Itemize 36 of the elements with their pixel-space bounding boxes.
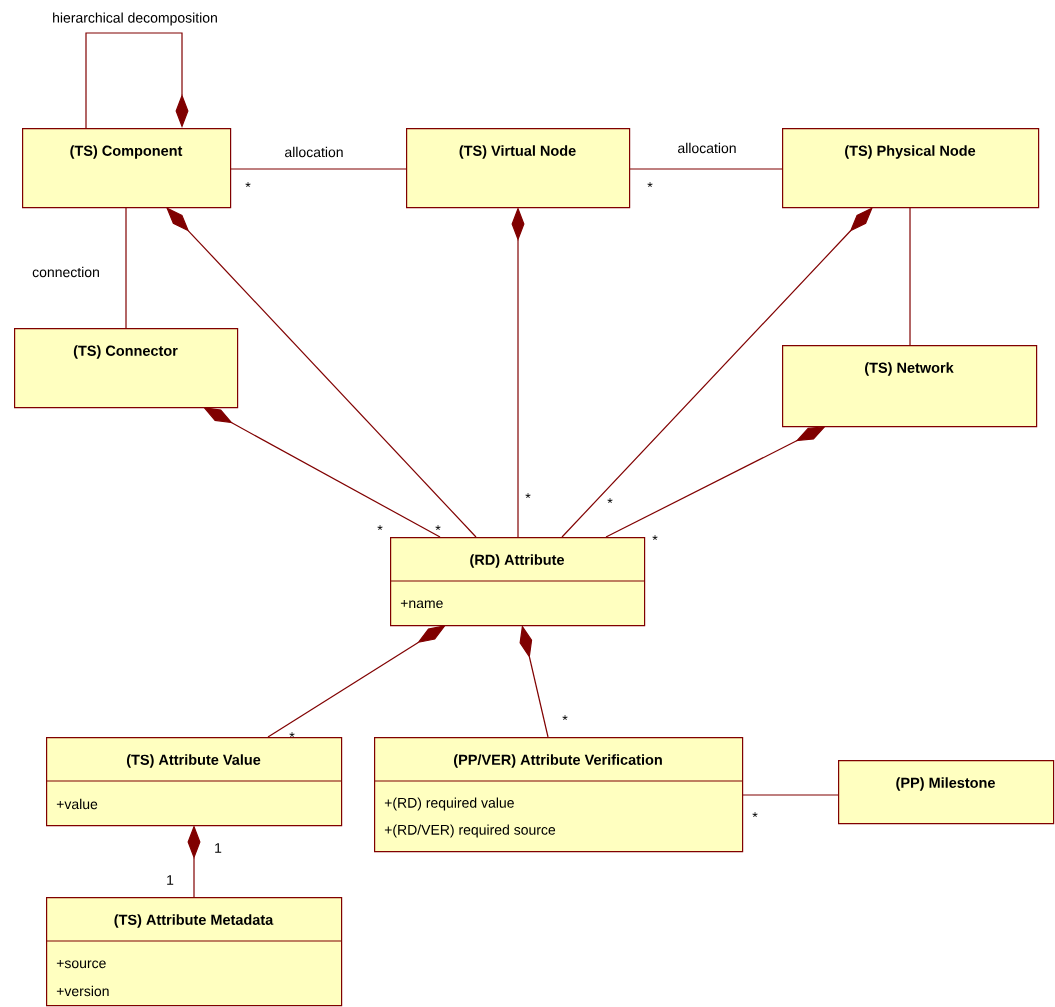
edge-label: allocation — [283, 145, 345, 159]
composition-line — [85, 32, 189, 129]
association-line — [628, 168, 783, 170]
association-line — [229, 168, 407, 170]
composition-line — [166, 207, 477, 538]
class-box: (TS) Component — [22, 128, 232, 209]
composition-line — [203, 407, 441, 538]
edge-label: allocation — [676, 141, 738, 155]
class-box: (TS) Physical Node — [782, 128, 1040, 209]
association-line — [909, 206, 911, 346]
association-line — [741, 794, 839, 796]
edge-label: hierarchical decomposition — [51, 11, 219, 27]
association-line — [125, 206, 127, 329]
class-box: (RD) Attribute +name — [389, 537, 646, 627]
multiplicity-label: * — [652, 535, 658, 541]
composition-line — [561, 207, 873, 538]
class-box: (TS) Connector — [14, 328, 239, 409]
edge-label: connection — [31, 265, 101, 279]
multiplicity-label: 1 — [215, 843, 222, 853]
class-box: (TS) Virtual Node — [406, 128, 631, 209]
multiplicity-label: * — [647, 182, 653, 188]
multiplicity-label: 1 — [167, 875, 174, 885]
composition-line — [267, 625, 446, 738]
class-box: (TS) Network — [782, 345, 1038, 428]
composition-line — [605, 426, 826, 538]
class-box: (PP/VER) Attribute Verification +(RD) required value +(RD/VER) required source — [373, 737, 744, 853]
class-box: (TS) Attribute Value +value — [45, 737, 343, 827]
multiplicity-label: * — [289, 732, 295, 738]
class-box: (PP) Milestone — [838, 760, 1055, 825]
multiplicity-label: * — [245, 182, 251, 188]
multiplicity-label: * — [607, 498, 613, 504]
multiplicity-label: * — [525, 493, 531, 499]
multiplicity-label: * — [562, 715, 568, 721]
class-box: (TS) Attribute Metadata +source +version — [45, 897, 343, 1007]
multiplicity-label: * — [377, 525, 383, 531]
multiplicity-label: * — [435, 525, 441, 531]
